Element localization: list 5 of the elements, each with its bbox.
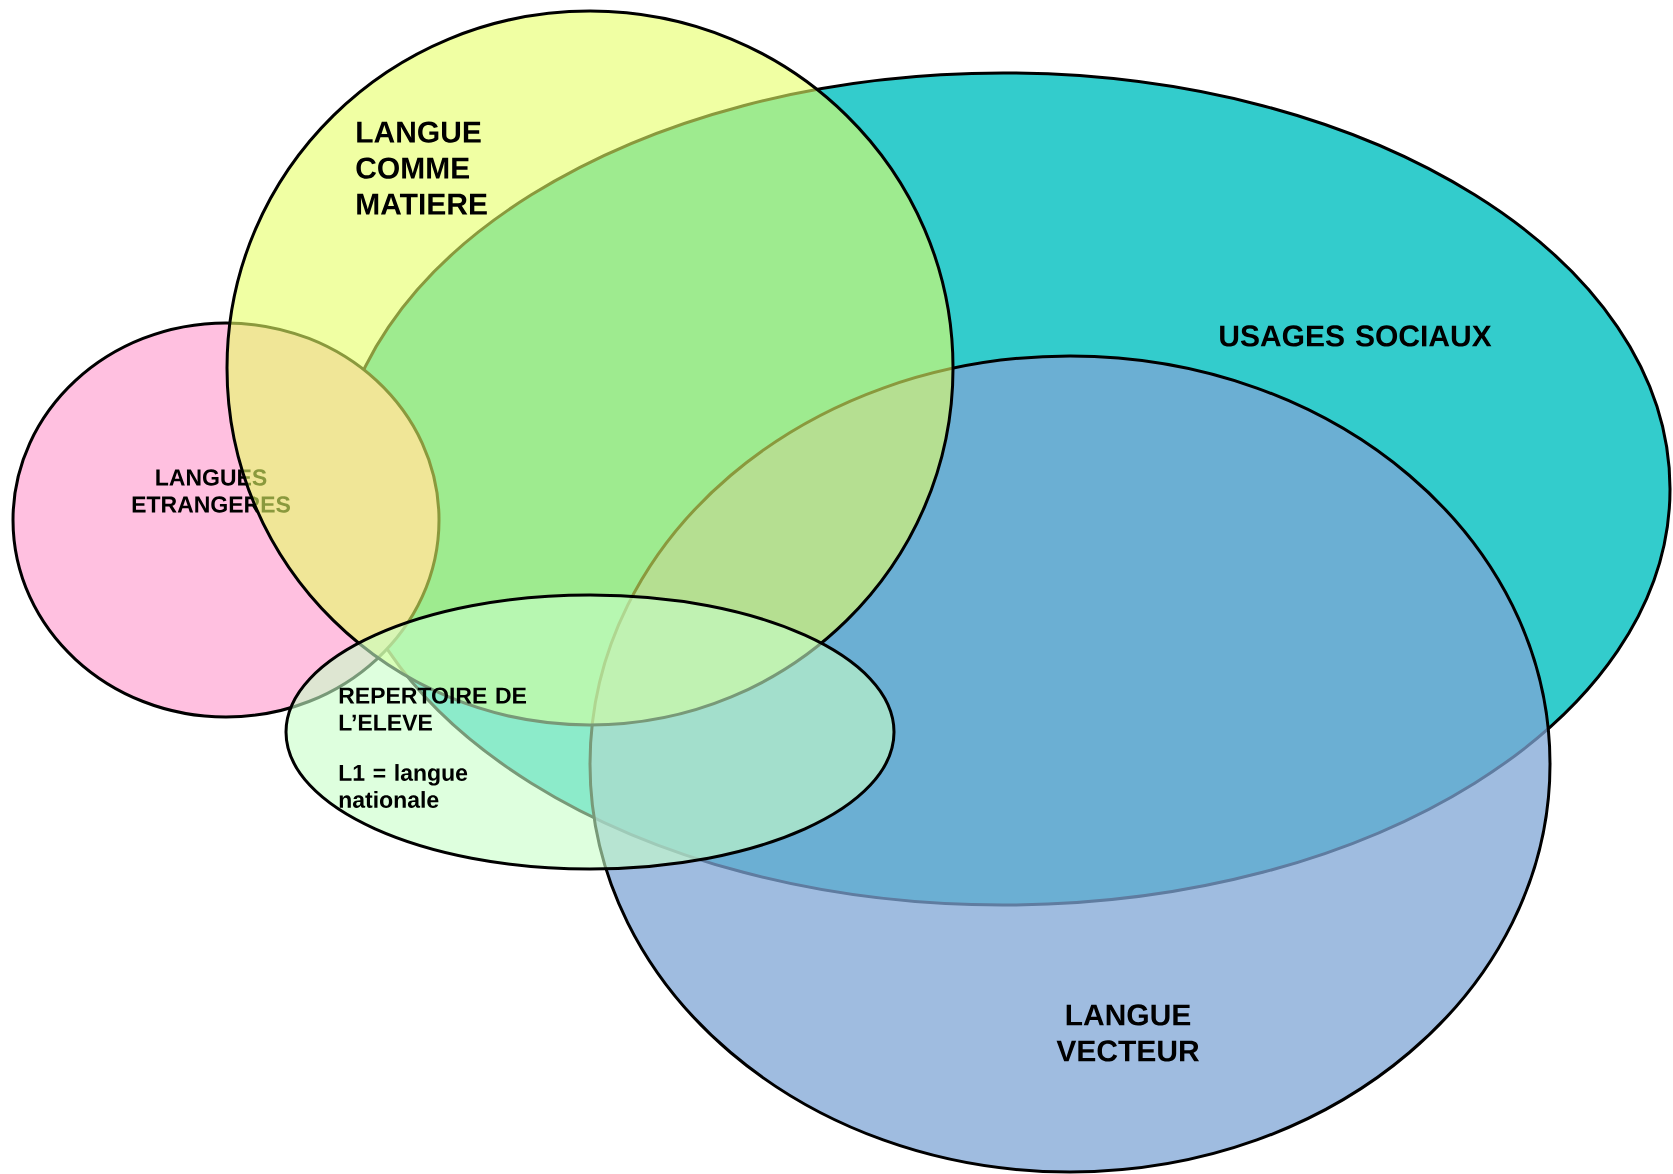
venn-label: LANGUE VECTEUR [1056, 1004, 1200, 1062]
venn-label: USAGES SOCIAUX [1220, 325, 1492, 347]
venn-label: LANGUE COMME MATIERE [356, 121, 487, 215]
venn-label: REPERTOIRE DE L’ELEVE [339, 687, 527, 731]
venn-label: L1 = langue nationale [339, 764, 468, 808]
